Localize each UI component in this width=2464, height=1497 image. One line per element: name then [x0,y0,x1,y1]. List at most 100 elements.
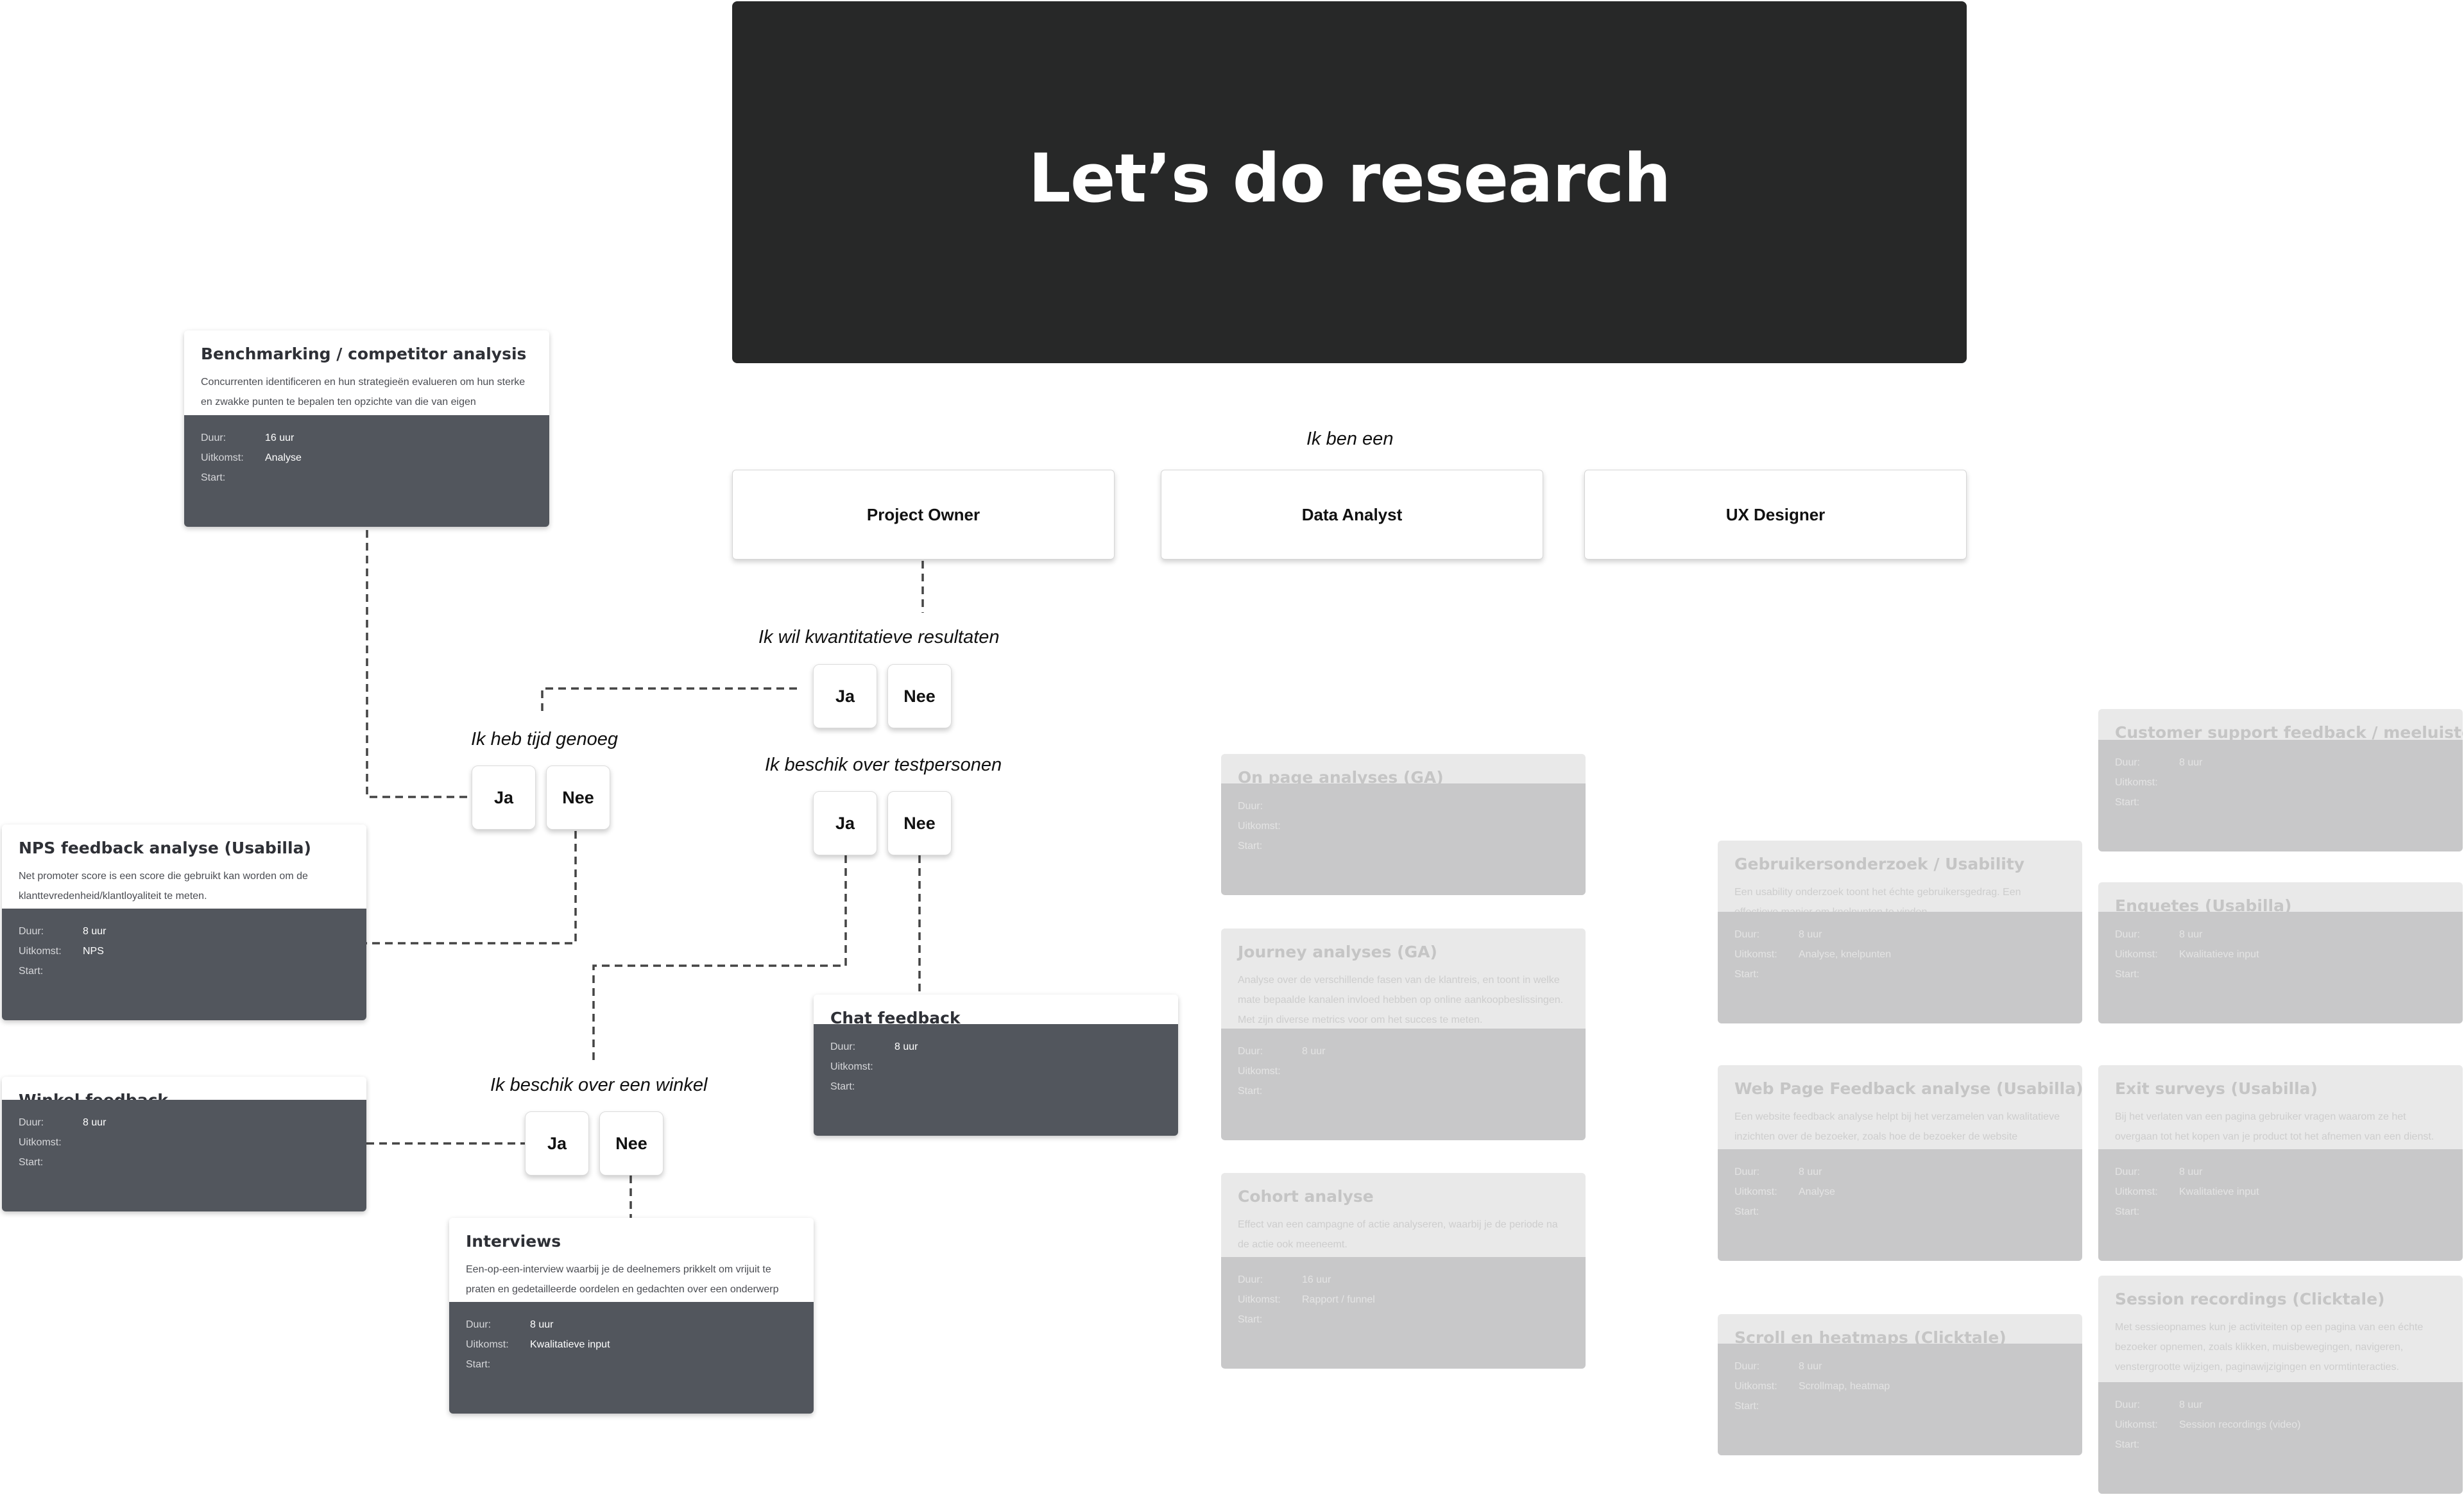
duration-label: Duur: [1238,1046,1263,1057]
store-no-button[interactable]: Nee [599,1111,663,1176]
start-label: Start: [466,1359,491,1370]
card-meta: Duur:8 uur Uitkomst: Start: [2098,740,2463,851]
card-title: NPS feedback analyse (Usabilla) [19,839,311,857]
duration-value: 8 uur [83,926,107,937]
duration-label: Duur: [466,1319,492,1330]
connector-nee-to-nps [366,831,577,945]
card-title: Interviews [466,1232,561,1251]
start-label: Start: [201,472,226,483]
card-winkel[interactable]: Winkel feedback Duur:8 uur Uitkomst: Sta… [2,1077,366,1211]
card-nps[interactable]: NPS feedback analyse (Usabilla) Net prom… [2,825,366,1020]
card-gebruikers[interactable]: Gebruikersonderzoek / Usability Een usab… [1718,841,2082,1023]
outcome-label: Uitkomst: [1734,1381,1777,1392]
card-onpage[interactable]: On page analyses (GA) Duur: Uitkomst: St… [1221,754,1586,895]
question-store: Ik beschik over een winkel [490,1075,708,1095]
card-meta: Duur:8 uur Uitkomst:Kwalitatieve input S… [449,1302,814,1414]
card-interviews[interactable]: Interviews Een-op-een-interview waarbij … [449,1218,814,1414]
start-label: Start: [1734,969,1759,980]
card-description: Met sessieopnames kun je activiteiten op… [2115,1322,2424,1373]
duration-label: Duur: [2115,1399,2141,1410]
start-label: Start: [830,1081,855,1092]
card-meta: Duur: Uitkomst: Start: [1221,783,1586,895]
card-meta: Duur: 8 uur Uitkomst: Start: [2,1100,366,1211]
role-project-owner-button[interactable]: Project Owner [732,470,1115,560]
card-meta: Duur:8 uur Uitkomst: Start: [814,1024,1178,1136]
duration-value: 16 uur [1302,1274,1331,1285]
question-quantitative: Ik wil kwantitatieve resultaten [758,627,1000,647]
card-chat[interactable]: Chat feedback Duur:8 uur Uitkomst: Start… [814,995,1178,1136]
testers-yes-button[interactable]: Ja [813,791,877,855]
hero-banner: Let’s do research [732,1,1967,363]
card-meta: Duur: 16 uur Uitkomst: Analyse Start: [184,415,549,527]
outcome-label: Uitkomst: [2115,1419,2158,1430]
outcome-value: Kwalitatieve input [2179,949,2259,960]
card-session[interactable]: Session recordings (Clicktale) Met sessi… [2098,1276,2463,1494]
time-yes-button[interactable]: Ja [472,766,536,830]
card-exit[interactable]: Exit surveys (Usabilla) Bij het verlaten… [2098,1065,2463,1261]
outcome-value: Analyse [1799,1186,1835,1197]
outcome-label: Uitkomst: [201,452,244,463]
card-cohort[interactable]: Cohort analyse Effect van een campagne o… [1221,1173,1586,1369]
quantitative-yes-button[interactable]: Ja [813,664,877,728]
card-meta: Duur:8 uur Uitkomst:Analyse Start: [1718,1149,2082,1261]
outcome-value: Analyse, knelpunten [1799,949,1892,960]
outcome-label: Uitkomst: [19,946,62,957]
start-label: Start: [2115,969,2140,980]
card-title: Customer support feedback / meeluisteren [2115,723,2463,742]
outcome-value: Scrollmap, heatmap [1799,1381,1890,1392]
outcome-label: Uitkomst: [2115,777,2158,788]
outcome-value: NPS [83,946,104,957]
duration-value: 8 uur [1302,1046,1326,1057]
start-label: Start: [1238,1086,1263,1097]
question-testers: Ik beschik over testpersonen [765,755,1002,775]
start-label: Start: [19,966,44,977]
start-label: Start: [19,1157,44,1168]
outcome-label: Uitkomst: [466,1339,509,1350]
outcome-label: Uitkomst: [2115,1186,2158,1197]
role-data-analyst-button[interactable]: Data Analyst [1161,470,1543,560]
duration-value: 8 uur [83,1117,107,1128]
card-support[interactable]: Customer support feedback / meeluisteren… [2098,709,2463,851]
start-label: Start: [2115,797,2140,808]
page-title: Let’s do research [1028,139,1672,218]
card-meta: Duur:8 uur Uitkomst: Start: [1221,1029,1586,1140]
duration-label: Duur: [1238,801,1263,812]
card-title: Benchmarking / competitor analysis [201,345,527,363]
card-meta: Duur:16 uur Uitkomst:Rapport / funnel St… [1221,1257,1586,1369]
card-meta: Duur: 8 uur Uitkomst: Kwalitatieve input S… [2098,912,2463,1023]
card-journey[interactable]: Journey analyses (GA) Analyse over de ve… [1221,928,1586,1140]
card-title: Journey analyses (GA) [1238,943,1437,961]
testers-no-button[interactable]: Nee [887,791,952,855]
duration-value: 8 uur [2179,757,2203,768]
card-title: Web Page Feedback analyse (Usabilla) [1734,1079,2082,1098]
card-enquetes[interactable]: Enquetes (Usabilla) Duur:8 uur Uitkomst:… [2098,882,2463,1023]
outcome-value: Kwalitatieve input [530,1339,610,1350]
outcome-label: Uitkomst: [1734,1186,1777,1197]
duration-value: 8 uur [2179,929,2203,940]
connector-benchmark-to-ja [366,530,472,798]
outcome-label: Uitkomst: [2115,949,2158,960]
question-role: Ik ben een [1306,429,1394,449]
role-ux-designer-button[interactable]: UX Designer [1584,470,1967,560]
card-benchmarking[interactable]: Benchmarking / competitor analysis Concu… [184,330,549,527]
question-time: Ik heb tijd genoeg [471,729,618,749]
duration-label: Duur: [2115,929,2141,940]
card-title: Session recordings (Clicktale) [2115,1290,2385,1308]
start-label: Start: [2115,1439,2140,1450]
outcome-value: Analyse [265,452,302,463]
duration-label: Duur: [201,432,227,443]
card-webpage[interactable]: Web Page Feedback analyse (Usabilla) Een… [1718,1065,2082,1261]
card-meta: Duur:8 uur Uitkomst:Analyse, knelpunten … [1718,912,2082,1023]
time-no-button[interactable]: Nee [546,766,610,830]
card-scroll[interactable]: Scroll en heatmaps (Clicktale) Duur:8 uu… [1718,1314,2082,1455]
duration-value: 16 uur [265,432,295,443]
duration-label: Duur: [830,1041,856,1052]
duration-label: Duur: [19,1117,44,1128]
duration-label: Duur: [1734,929,1760,940]
duration-value: 8 uur [2179,1399,2203,1410]
quantitative-no-button[interactable]: Nee [887,664,952,728]
store-yes-button[interactable]: Ja [525,1111,589,1176]
outcome-label: Uitkomst: [1238,821,1281,832]
outcome-label: Uitkomst: [19,1137,62,1148]
duration-label: Duur: [1734,1361,1760,1372]
